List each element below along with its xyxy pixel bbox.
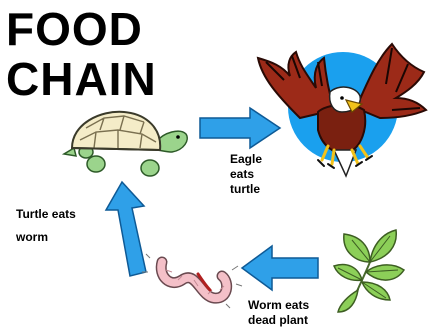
caption-eagle-line-3: turtle — [230, 182, 262, 197]
arrow-plant-to-worm — [242, 246, 318, 290]
worm-icon — [142, 254, 242, 308]
caption-turtle-line-2: worm — [16, 230, 76, 245]
caption-eagle-eats-turtle: Eagle eats turtle — [230, 152, 262, 197]
caption-eagle-line-2: eats — [230, 167, 262, 182]
caption-worm-line-1: Worm eats — [248, 298, 309, 313]
caption-eagle-line-1: Eagle — [230, 152, 262, 167]
caption-worm-eats-dead-plant: Worm eats dead plant — [248, 298, 309, 328]
caption-worm-line-2: dead plant — [248, 313, 309, 328]
caption-turtle-line-1: Turtle eats — [16, 207, 76, 222]
arrow-turtle-to-eagle — [200, 108, 280, 148]
turtle-icon — [64, 112, 187, 176]
plant-icon — [334, 230, 404, 312]
arrow-worm-to-turtle — [106, 182, 146, 276]
caption-turtle-eats-worm: Turtle eats worm — [16, 207, 76, 253]
